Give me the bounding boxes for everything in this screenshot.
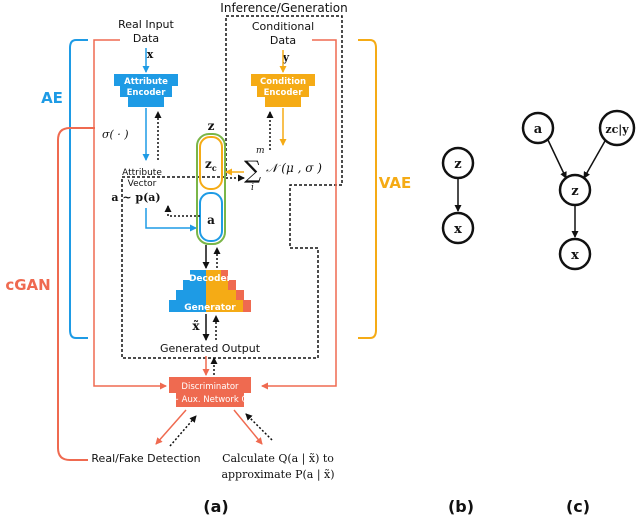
node-c-z-label: z bbox=[571, 184, 578, 199]
sum-top: m bbox=[256, 146, 265, 156]
xhat-label: x̃ bbox=[192, 319, 200, 333]
discriminator-label: Discriminator bbox=[181, 382, 239, 392]
conditional-label: Conditional bbox=[252, 20, 314, 33]
node-c-x bbox=[558, 237, 592, 271]
latent-z-outline bbox=[196, 133, 226, 245]
condition-encoder-label: Condition bbox=[260, 77, 306, 87]
panel-c: a zc|y z x bbox=[521, 109, 636, 271]
vae-bracket bbox=[358, 39, 377, 339]
calc-label-2: approximate P(a | x̃) bbox=[221, 468, 334, 482]
node-c-a bbox=[521, 111, 555, 145]
sum-bottom: i bbox=[251, 183, 254, 193]
z-label: z bbox=[208, 119, 215, 133]
caption-a: (a) bbox=[203, 497, 228, 516]
ae-label: AE bbox=[41, 89, 63, 107]
vae-label: VAE bbox=[379, 174, 411, 192]
a-capsule bbox=[199, 192, 223, 242]
arrow-attr-vector-to-a bbox=[145, 208, 197, 232]
discriminator: Discriminator + Aux. Network Q bbox=[169, 377, 251, 407]
x-variable: x bbox=[147, 48, 154, 61]
node-c-zc-label: zc|y bbox=[605, 123, 629, 136]
node-b-z-label: z bbox=[454, 157, 461, 172]
cgan-label: cGAN bbox=[5, 276, 50, 294]
node-b-x-label: x bbox=[454, 222, 462, 237]
node-c-zc bbox=[598, 109, 636, 147]
condition-encoder-label-2: Encoder bbox=[264, 88, 304, 98]
panel-b: z x bbox=[441, 146, 475, 245]
sum-symbol: ∑ bbox=[244, 156, 261, 184]
zc-label: zc bbox=[205, 157, 217, 173]
edge-c-a-z bbox=[547, 139, 567, 179]
real-fake-label: Real/Fake Detection bbox=[91, 452, 200, 465]
attribute-encoder-label-2: Encoder bbox=[127, 88, 167, 98]
decoder-generator: Decoder Generator bbox=[169, 270, 251, 313]
sigma-function: σ( · ) bbox=[102, 128, 129, 141]
zc-capsule bbox=[199, 136, 223, 190]
cgan-bracket bbox=[57, 127, 95, 461]
condition-encoder: Condition Encoder bbox=[251, 74, 315, 107]
dotted-arrow-a-to-attr-vector bbox=[164, 205, 200, 217]
calc-label: Calculate Q(a | x̃) to bbox=[222, 452, 334, 466]
real-input-label-2: Data bbox=[133, 32, 159, 45]
panel-a: Inference/Generation Real Input Data x C… bbox=[5, 1, 411, 482]
generated-output-label: Generated Output bbox=[160, 342, 261, 355]
decoder-label: Decoder bbox=[189, 274, 232, 284]
y-variable: y bbox=[282, 51, 290, 64]
conditional-data-to-discriminator bbox=[261, 39, 337, 390]
edge-c-zc-z bbox=[583, 140, 606, 179]
dotted-arrow-realfake-to-disc bbox=[169, 415, 197, 447]
real-data-to-discriminator bbox=[93, 39, 167, 390]
node-b-x bbox=[441, 211, 475, 245]
attribute-vector-label: Attribute bbox=[122, 168, 162, 178]
ae-bracket bbox=[69, 39, 88, 339]
inference-label: Inference/Generation bbox=[220, 1, 347, 15]
conditional-label-2: Data bbox=[270, 34, 296, 47]
caption-c: (c) bbox=[566, 497, 590, 516]
normal-distribution: 𝒩 (μ , σ ) bbox=[266, 161, 322, 175]
node-c-x-label: x bbox=[571, 248, 579, 263]
attribute-vector-label-2: Vector bbox=[128, 179, 157, 189]
discriminator-label-2: + Aux. Network Q bbox=[172, 395, 249, 405]
real-input-label: Real Input bbox=[118, 18, 174, 31]
attribute-encoder: Attribute Encoder bbox=[114, 74, 178, 107]
dotted-arrow-calc-to-disc bbox=[245, 413, 273, 441]
attribute-encoder-label: Attribute bbox=[124, 77, 168, 87]
node-c-a-label: a bbox=[534, 122, 543, 137]
arrow-disc-to-calc bbox=[233, 409, 263, 445]
inference-region bbox=[121, 15, 343, 359]
generator-label: Generator bbox=[184, 303, 236, 313]
a-latent-label: a bbox=[207, 213, 215, 227]
arrow-disc-to-realfake bbox=[155, 409, 187, 445]
attribute-prior: a ~ p(a) bbox=[111, 191, 160, 204]
caption-b: (b) bbox=[448, 497, 474, 516]
